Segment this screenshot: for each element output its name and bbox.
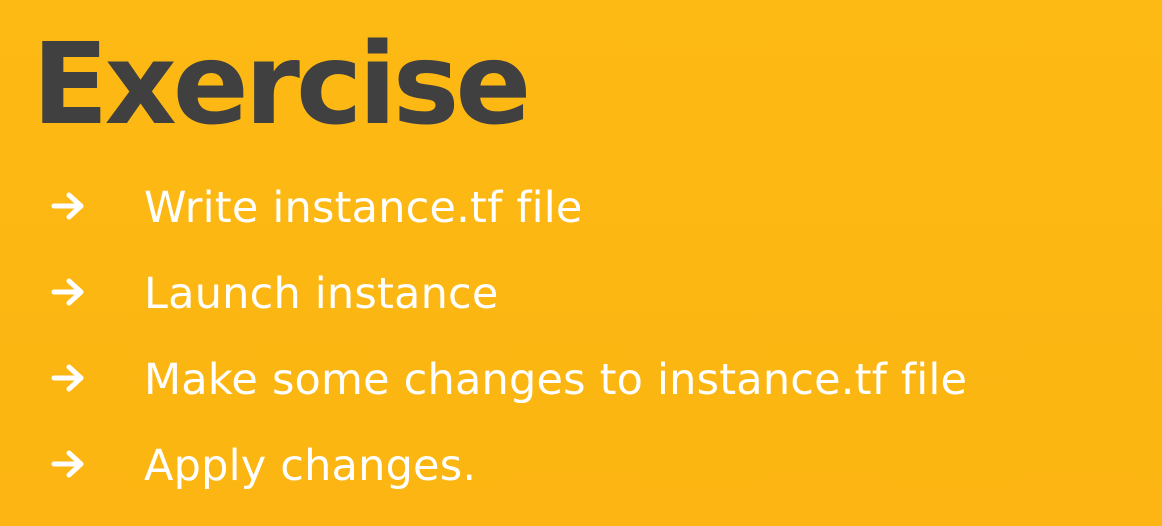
bullet-text: Launch instance	[144, 269, 499, 319]
bullet-item: Make some changes to instance.tf file	[0, 338, 1162, 424]
bullet-item: Write instance.tf file	[0, 166, 1162, 252]
bullet-item: Apply changes.	[0, 424, 1162, 510]
bullet-text: Write instance.tf file	[144, 183, 583, 233]
right-arrow-icon	[50, 358, 90, 398]
bullet-item: Launch instance	[0, 252, 1162, 338]
bullet-text: Apply changes.	[144, 441, 477, 491]
bullet-text: Make some changes to instance.tf file	[144, 355, 968, 405]
bullet-list: Write instance.tf file Launch instance M…	[0, 166, 1162, 510]
right-arrow-icon	[50, 444, 90, 484]
right-arrow-icon	[50, 186, 90, 226]
right-arrow-icon	[50, 272, 90, 312]
slide-title: Exercise	[32, 20, 531, 150]
